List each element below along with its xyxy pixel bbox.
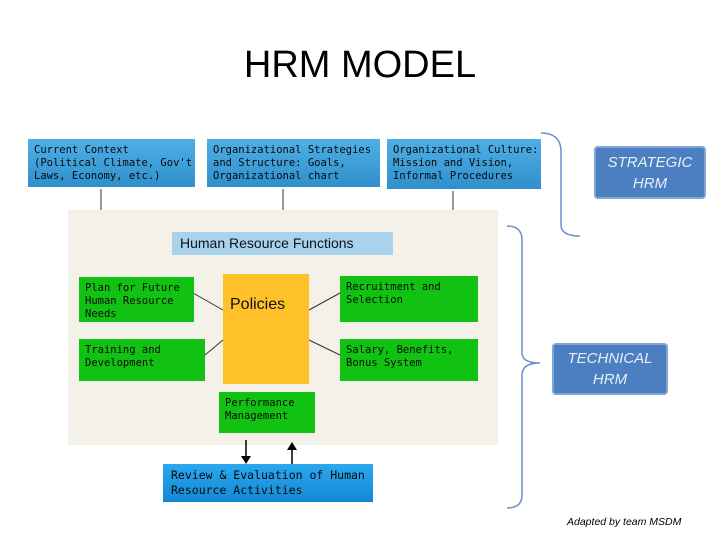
plan-hr-needs-box: Plan for Future Human Resource Needs [79, 277, 194, 322]
review-evaluation-box: Review & Evaluation of Human Resource Ac… [163, 464, 373, 502]
page-title: HRM MODEL [243, 44, 477, 86]
policies-box: Policies [223, 274, 309, 384]
strategic-hrm-label: STRATEGIC HRM [594, 146, 706, 199]
org-culture-box: Organizational Culture: Mission and Visi… [387, 139, 541, 189]
credit-text: Adapted by team MSDM [567, 516, 682, 528]
current-context-box: Current Context (Political Climate, Gov'… [28, 139, 195, 187]
hr-functions-title: Human Resource Functions [172, 232, 393, 255]
salary-benefits-box: Salary, Benefits, Bonus System [340, 339, 478, 381]
training-development-box: Training and Development [79, 339, 205, 381]
performance-management-box: Performance Management [219, 392, 315, 433]
technical-hrm-label: TECHNICAL HRM [552, 343, 668, 395]
recruitment-selection-box: Recruitment and Selection [340, 276, 478, 322]
org-strategies-box: Organizational Strategies and Structure:… [207, 139, 380, 187]
